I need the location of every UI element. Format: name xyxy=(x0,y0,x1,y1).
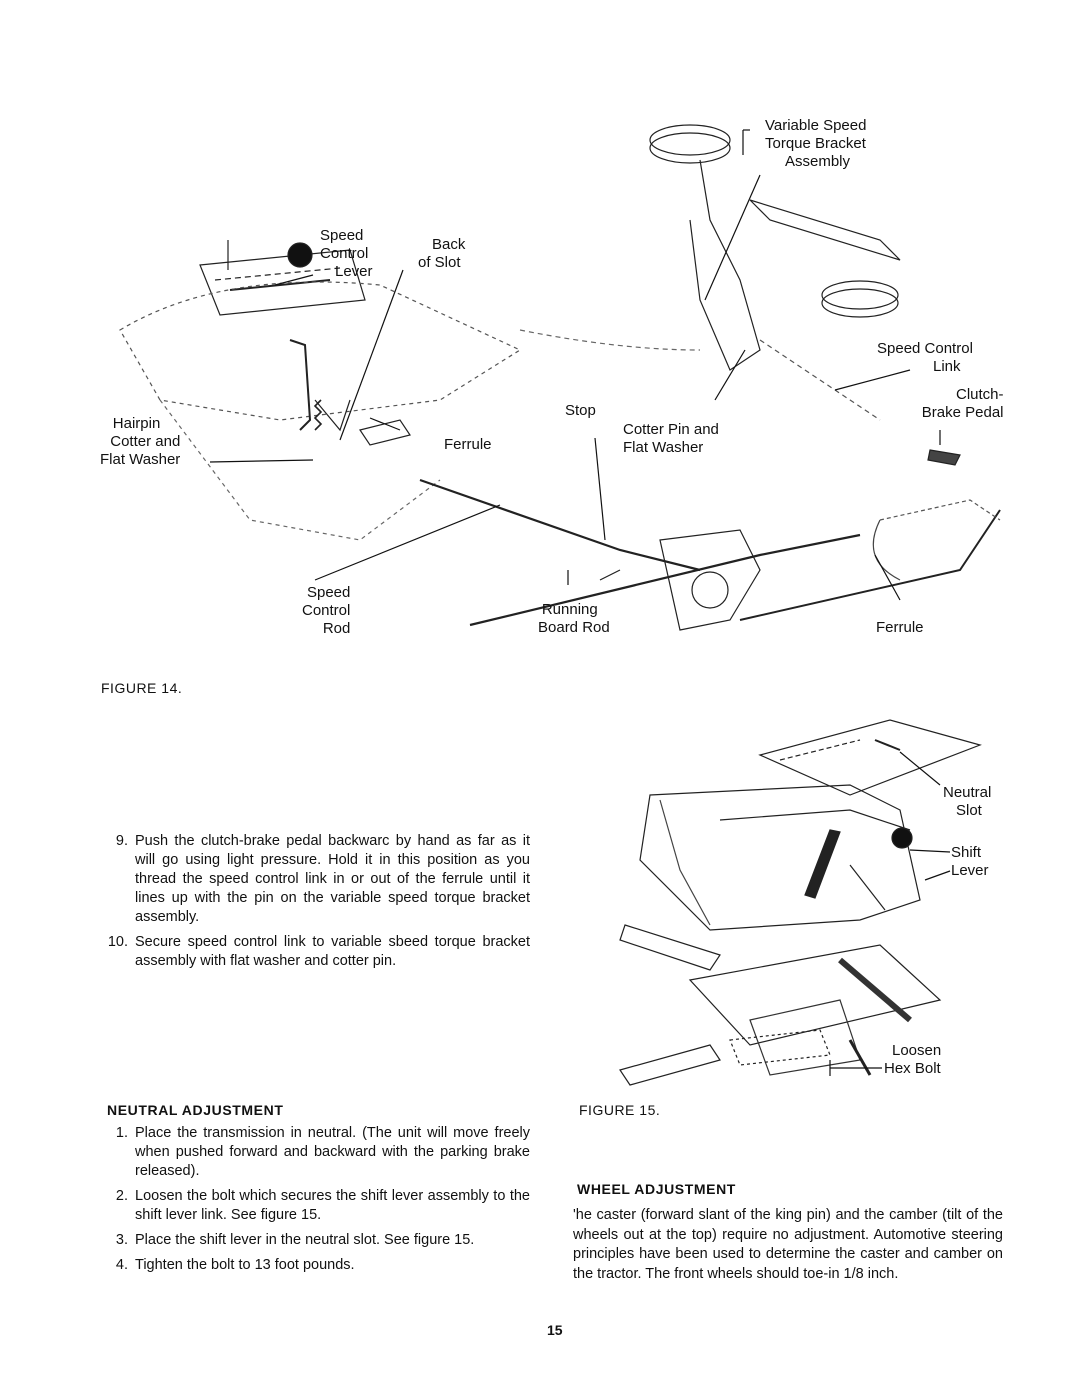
label-running-board-rod: Running Board Rod xyxy=(538,601,610,637)
list-item: 10. Secure speed control link to variabl… xyxy=(106,933,530,971)
label-line: Speed Control xyxy=(877,340,973,357)
label-line: Flat Washer xyxy=(100,451,181,468)
label-line: Link xyxy=(933,358,961,375)
label-clutch-brake-pedal: Clutch- Brake Pedal xyxy=(902,386,1004,422)
step-number: 9. xyxy=(115,833,128,849)
label-line: Speed xyxy=(306,584,351,601)
label-line: Loosen xyxy=(892,1042,942,1059)
list-item: 3. Place the shift lever in the neutral … xyxy=(106,1231,530,1250)
label-line: Hairpin xyxy=(112,415,161,432)
list-item: 4. Tighten the bolt to 13 foot pounds. xyxy=(106,1256,530,1275)
step-text: Loosen the bolt which secures the shift … xyxy=(135,1188,530,1223)
label-shift-lever: Shift Lever xyxy=(951,844,989,880)
label-line: Brake Pedal xyxy=(921,404,1004,421)
label-neutral-slot: Neutral Slot xyxy=(943,784,991,820)
label-line: Torque Bracket xyxy=(765,135,866,152)
wheel-adjustment-heading: WHEEL ADJUSTMENT xyxy=(577,1181,736,1197)
figure-14-caption: FIGURE 14. xyxy=(101,680,183,696)
step-number: 3. xyxy=(115,1232,128,1248)
step-number: 10. xyxy=(107,934,128,950)
label-line: Clutch- xyxy=(956,386,1004,403)
label-line: Cotter and xyxy=(110,433,181,450)
label-line: Back xyxy=(432,236,466,253)
label-line: Slot xyxy=(956,802,982,819)
label-line: Lever xyxy=(951,862,989,879)
neutral-steps-list: 1. Place the transmission in neutral. (T… xyxy=(106,1124,530,1281)
label-line: Lever xyxy=(335,263,373,280)
step-text: Place the transmission in neutral. (The … xyxy=(135,1125,530,1179)
label-line: Running xyxy=(541,601,598,618)
wheel-adjustment-text: 'he caster (forward slant of the king pi… xyxy=(573,1207,1003,1282)
label-ferrule-left: Ferrule xyxy=(444,436,492,453)
label-line: Board Rod xyxy=(538,619,610,636)
label-line: Assembly xyxy=(785,153,851,170)
label-variable-speed-torque-bracket: Variable Speed Torque Bracket Assembly xyxy=(765,117,866,171)
label-line: Cotter Pin and xyxy=(623,421,719,438)
label-stop: Stop xyxy=(565,402,596,419)
step-number: 1. xyxy=(115,1125,128,1141)
label-line: Control xyxy=(302,602,351,619)
label-line: Variable Speed xyxy=(765,117,867,134)
label-line: Speed xyxy=(320,227,364,244)
label-speed-control-link: Speed Control Link xyxy=(877,340,973,376)
figure-14-illustration xyxy=(100,100,1030,680)
step-text: Secure speed control link to variable sb… xyxy=(135,934,530,969)
label-line: Shift xyxy=(951,844,982,861)
label-line: Rod xyxy=(322,620,351,637)
step-number: 2. xyxy=(115,1188,128,1204)
figure-15-caption: FIGURE 15. xyxy=(579,1102,661,1118)
steps-top-list: 9. Push the clutch-brake pedal backwarc … xyxy=(106,832,530,977)
label-hairpin-cotter-flat-washer: Hairpin Cotter and Flat Washer xyxy=(100,415,180,469)
neutral-adjustment-heading: NEUTRAL ADJUSTMENT xyxy=(107,1102,284,1118)
figure-15-illustration xyxy=(600,700,1020,1100)
label-speed-control-lever: Speed Control Lever xyxy=(320,227,373,281)
label-line: Flat Washer xyxy=(623,439,704,456)
label-line: of Slot xyxy=(418,254,461,271)
step-text: Place the shift lever in the neutral slo… xyxy=(135,1232,475,1248)
label-line: Control xyxy=(320,245,369,262)
label-speed-control-rod: Speed Control Rod xyxy=(302,584,350,638)
list-item: 1. Place the transmission in neutral. (T… xyxy=(106,1124,530,1181)
list-item: 9. Push the clutch-brake pedal backwarc … xyxy=(106,832,530,927)
list-item: 2. Loosen the bolt which secures the shi… xyxy=(106,1187,530,1225)
step-text: Push the clutch-brake pedal backwarc by … xyxy=(135,833,530,925)
step-number: 4. xyxy=(115,1257,128,1273)
page-number: 15 xyxy=(547,1322,563,1338)
label-back-of-slot: Back of Slot xyxy=(418,236,465,272)
label-line: Hex Bolt xyxy=(884,1060,941,1077)
label-cotter-pin-flat-washer: Cotter Pin and Flat Washer xyxy=(623,421,719,457)
label-line: Neutral xyxy=(943,784,992,801)
step-text: Tighten the bolt to 13 foot pounds. xyxy=(135,1257,355,1273)
label-loosen-hex-bolt: Loosen Hex Bolt xyxy=(884,1042,941,1078)
label-ferrule-right: Ferrule xyxy=(876,619,924,636)
